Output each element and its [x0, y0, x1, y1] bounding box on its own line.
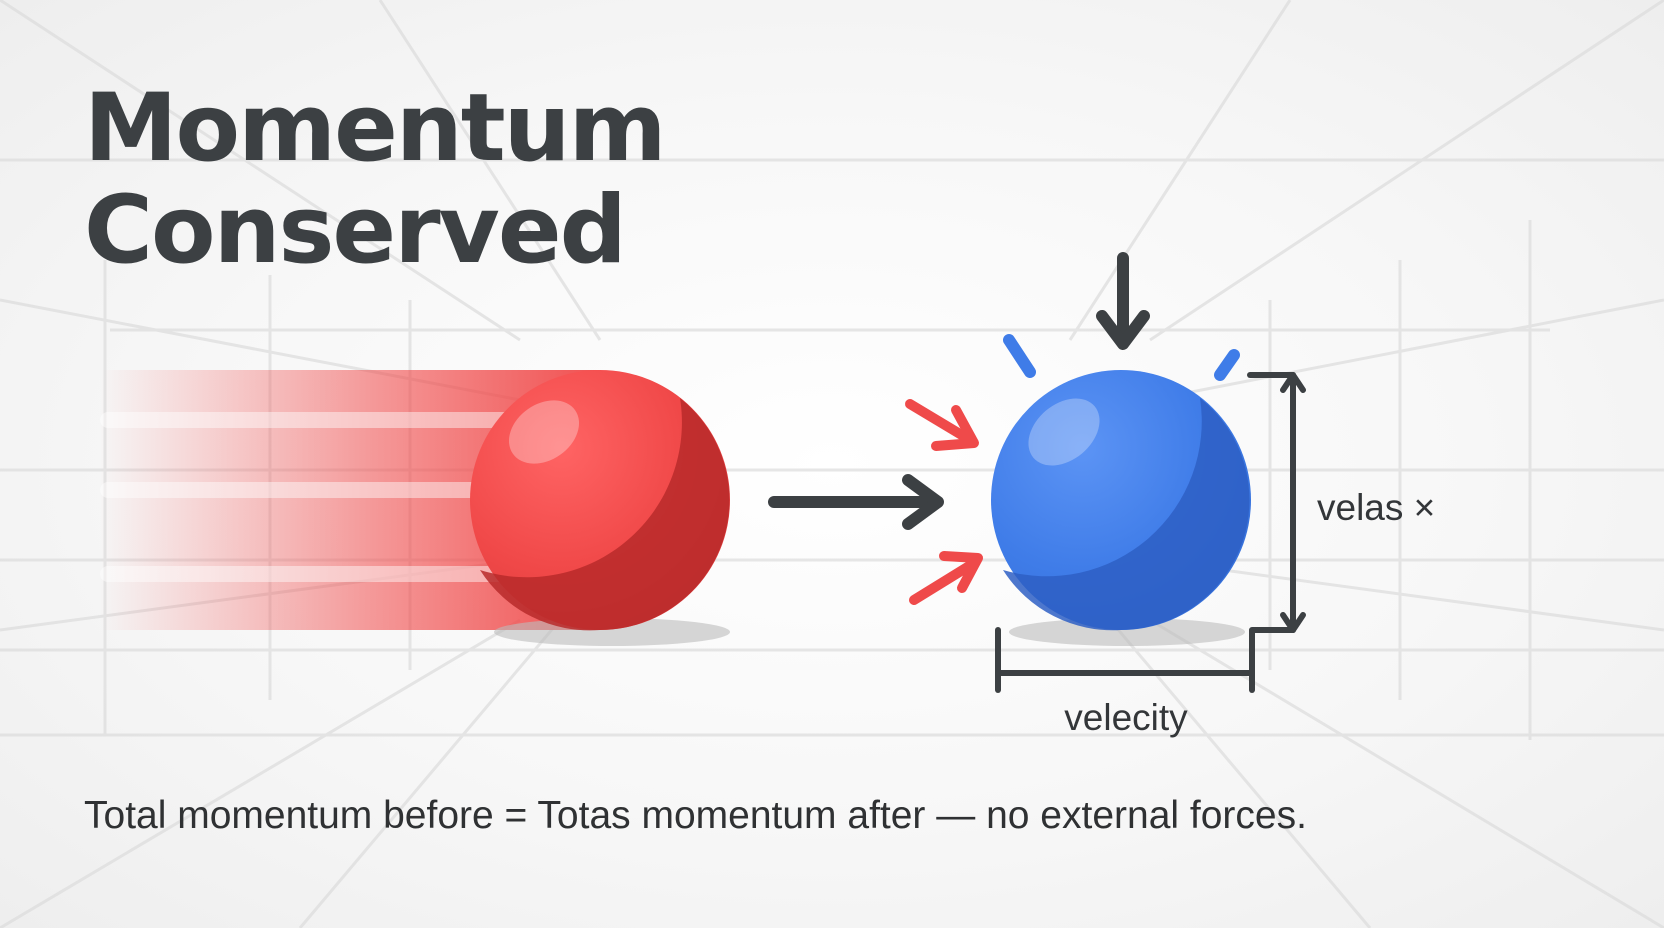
impact-arrow-icon	[905, 399, 979, 451]
caption-text: Total momentum before = Totas momentum a…	[84, 794, 1307, 837]
blue-ball-shadow	[1009, 618, 1245, 646]
bottom-dimension-label: velecity	[1064, 697, 1188, 738]
horizontal-dimension-bracket	[995, 627, 1255, 693]
side-dimension-label: velas ×	[1317, 487, 1435, 528]
impact-spark-icon	[1003, 334, 1240, 381]
slide-title: Momentum Conserved	[84, 74, 667, 285]
red-ball	[470, 370, 730, 631]
title-line-1: Momentum	[84, 74, 667, 183]
blue-ball	[991, 370, 1251, 631]
right-arrow-icon	[768, 474, 944, 530]
down-arrow-icon	[1096, 252, 1150, 350]
vertical-dimension-bracket	[1247, 372, 1306, 678]
impact-arrow-icon	[909, 551, 983, 605]
title-line-2: Conserved	[84, 176, 627, 285]
